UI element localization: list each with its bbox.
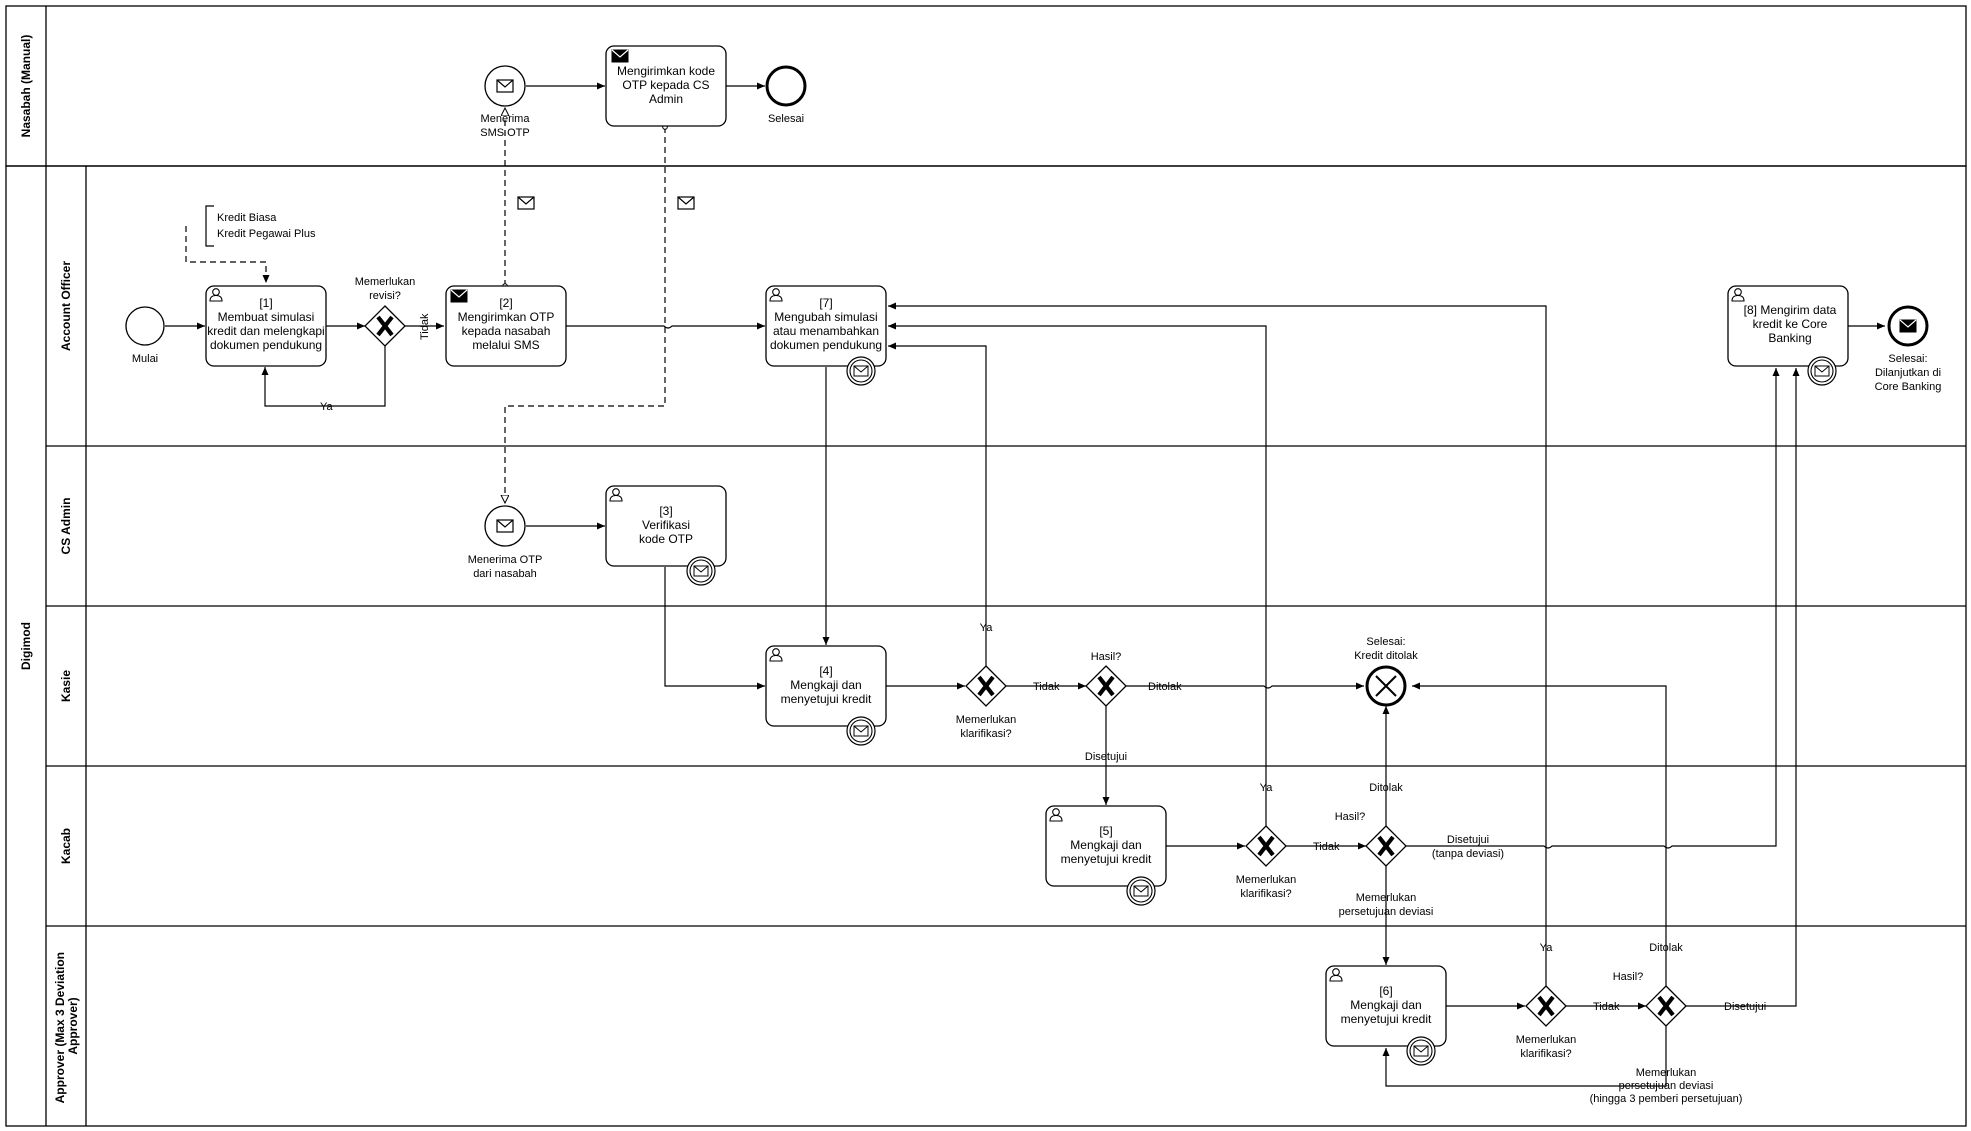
task-6[interactable] [1325, 965, 1447, 1047]
lane-dividers [46, 445, 1966, 927]
message-envelope-icon [677, 196, 695, 210]
pool-customer: Nasabah (Manual) [5, 5, 1967, 167]
gateway-clarification-approver [1526, 986, 1566, 1026]
gateway-result-kacab [1366, 826, 1406, 866]
rejected-end-event [1365, 665, 1407, 707]
task-1[interactable] [205, 285, 327, 367]
flow-label-rejected-kasie: Ditolak [1148, 681, 1182, 693]
end-envelope-icon [1899, 319, 1917, 333]
gateway-clarification-kasie [966, 666, 1006, 706]
task-3[interactable] [605, 485, 727, 567]
flow-label-yes-kasie: Ya [980, 622, 994, 634]
task-2[interactable] [445, 285, 567, 367]
task-4[interactable] [765, 645, 887, 727]
text-annotation: Kredit Biasa Kredit Pegawai Plus [205, 205, 316, 247]
gateway-result-kacab-label: Hasil? [1335, 811, 1366, 823]
annotation-line-2: Kredit Pegawai Plus [217, 228, 316, 240]
message-event-icon [1807, 356, 1837, 386]
flow-label-approved-kasie: Disetujui [1085, 751, 1127, 763]
gateway-result-approver [1646, 986, 1686, 1026]
message-envelope-icon [517, 196, 535, 210]
flow-label-yes-kacab: Ya [1260, 782, 1274, 794]
gateway-result-kasie-label: Hasil? [1091, 651, 1122, 663]
pool-bank: Digimod [5, 165, 1967, 1127]
gateway-clarification-kacab [1246, 826, 1286, 866]
flow-label-no-revision: Tidak [419, 313, 431, 340]
message-event-icon [846, 356, 876, 386]
lane-kasie-title: Kasie [59, 670, 73, 702]
message-event-icon [1126, 876, 1156, 906]
lane-approver-title-line1: Approver (Max 3 Deviation [53, 952, 67, 1103]
sequence-flows [165, 82, 1885, 1087]
envelope-icon [496, 79, 514, 93]
pool-customer-title: Nasabah (Manual) [19, 35, 33, 138]
flow-label-yes-approver: Ya [1540, 942, 1554, 954]
flow-label-approved-approver: Disetujui [1724, 1001, 1766, 1013]
flow-label-no-kacab: Tidak [1313, 841, 1340, 853]
gateway-result-kasie [1086, 666, 1126, 706]
task-8[interactable] [1727, 285, 1849, 367]
flow-label-approved-no-deviation: Disetujui(tanpa deviasi) [1432, 834, 1504, 860]
task-send-otp-to-cs[interactable] [605, 45, 727, 127]
lane-kacab-title: Kacab [59, 828, 73, 864]
message-event-icon [1406, 1036, 1436, 1066]
start-event-label: Mulai [132, 353, 158, 365]
cancel-x-icon [1375, 675, 1397, 697]
flow-label-rejected-approver: Ditolak [1649, 942, 1683, 954]
rejected-end-label: Selesai:Kredit ditolak [1354, 636, 1418, 662]
lane-approver-title: Approver (Max 3 Deviation Approver) [53, 949, 80, 1104]
lane-approver-title-line2: Approver) [66, 997, 80, 1054]
lane-account-officer-title: Account Officer [59, 261, 73, 351]
customer-end-label: Selesai [768, 113, 804, 125]
gateway-result-approver-label: Hasil? [1613, 971, 1644, 983]
annotation-line-1: Kredit Biasa [217, 212, 277, 224]
gateway-revision [365, 306, 405, 346]
flow-label-no-kasie: Tidak [1033, 681, 1060, 693]
flow-label-no-approver: Tidak [1593, 1001, 1620, 1013]
message-flows [185, 108, 665, 503]
message-event-icon [846, 716, 876, 746]
pool-bank-title: Digimod [19, 622, 33, 670]
send-task-envelope-icon [611, 49, 629, 63]
customer-end-event [765, 65, 807, 107]
flow-label-yes-revision: Ya [320, 401, 334, 413]
task-5[interactable] [1045, 805, 1167, 887]
start-event [125, 306, 165, 346]
flow-label-rejected-kacab: Ditolak [1369, 782, 1403, 794]
receive-otp-event [484, 505, 526, 547]
receive-sms-event [484, 65, 526, 107]
lane-cs-admin-title: CS Admin [59, 498, 73, 555]
task-7[interactable] [765, 285, 887, 367]
envelope-icon [496, 519, 514, 533]
core-banking-end-event [1887, 305, 1929, 347]
message-event-icon [686, 556, 716, 586]
send-task-envelope-icon [450, 289, 468, 303]
